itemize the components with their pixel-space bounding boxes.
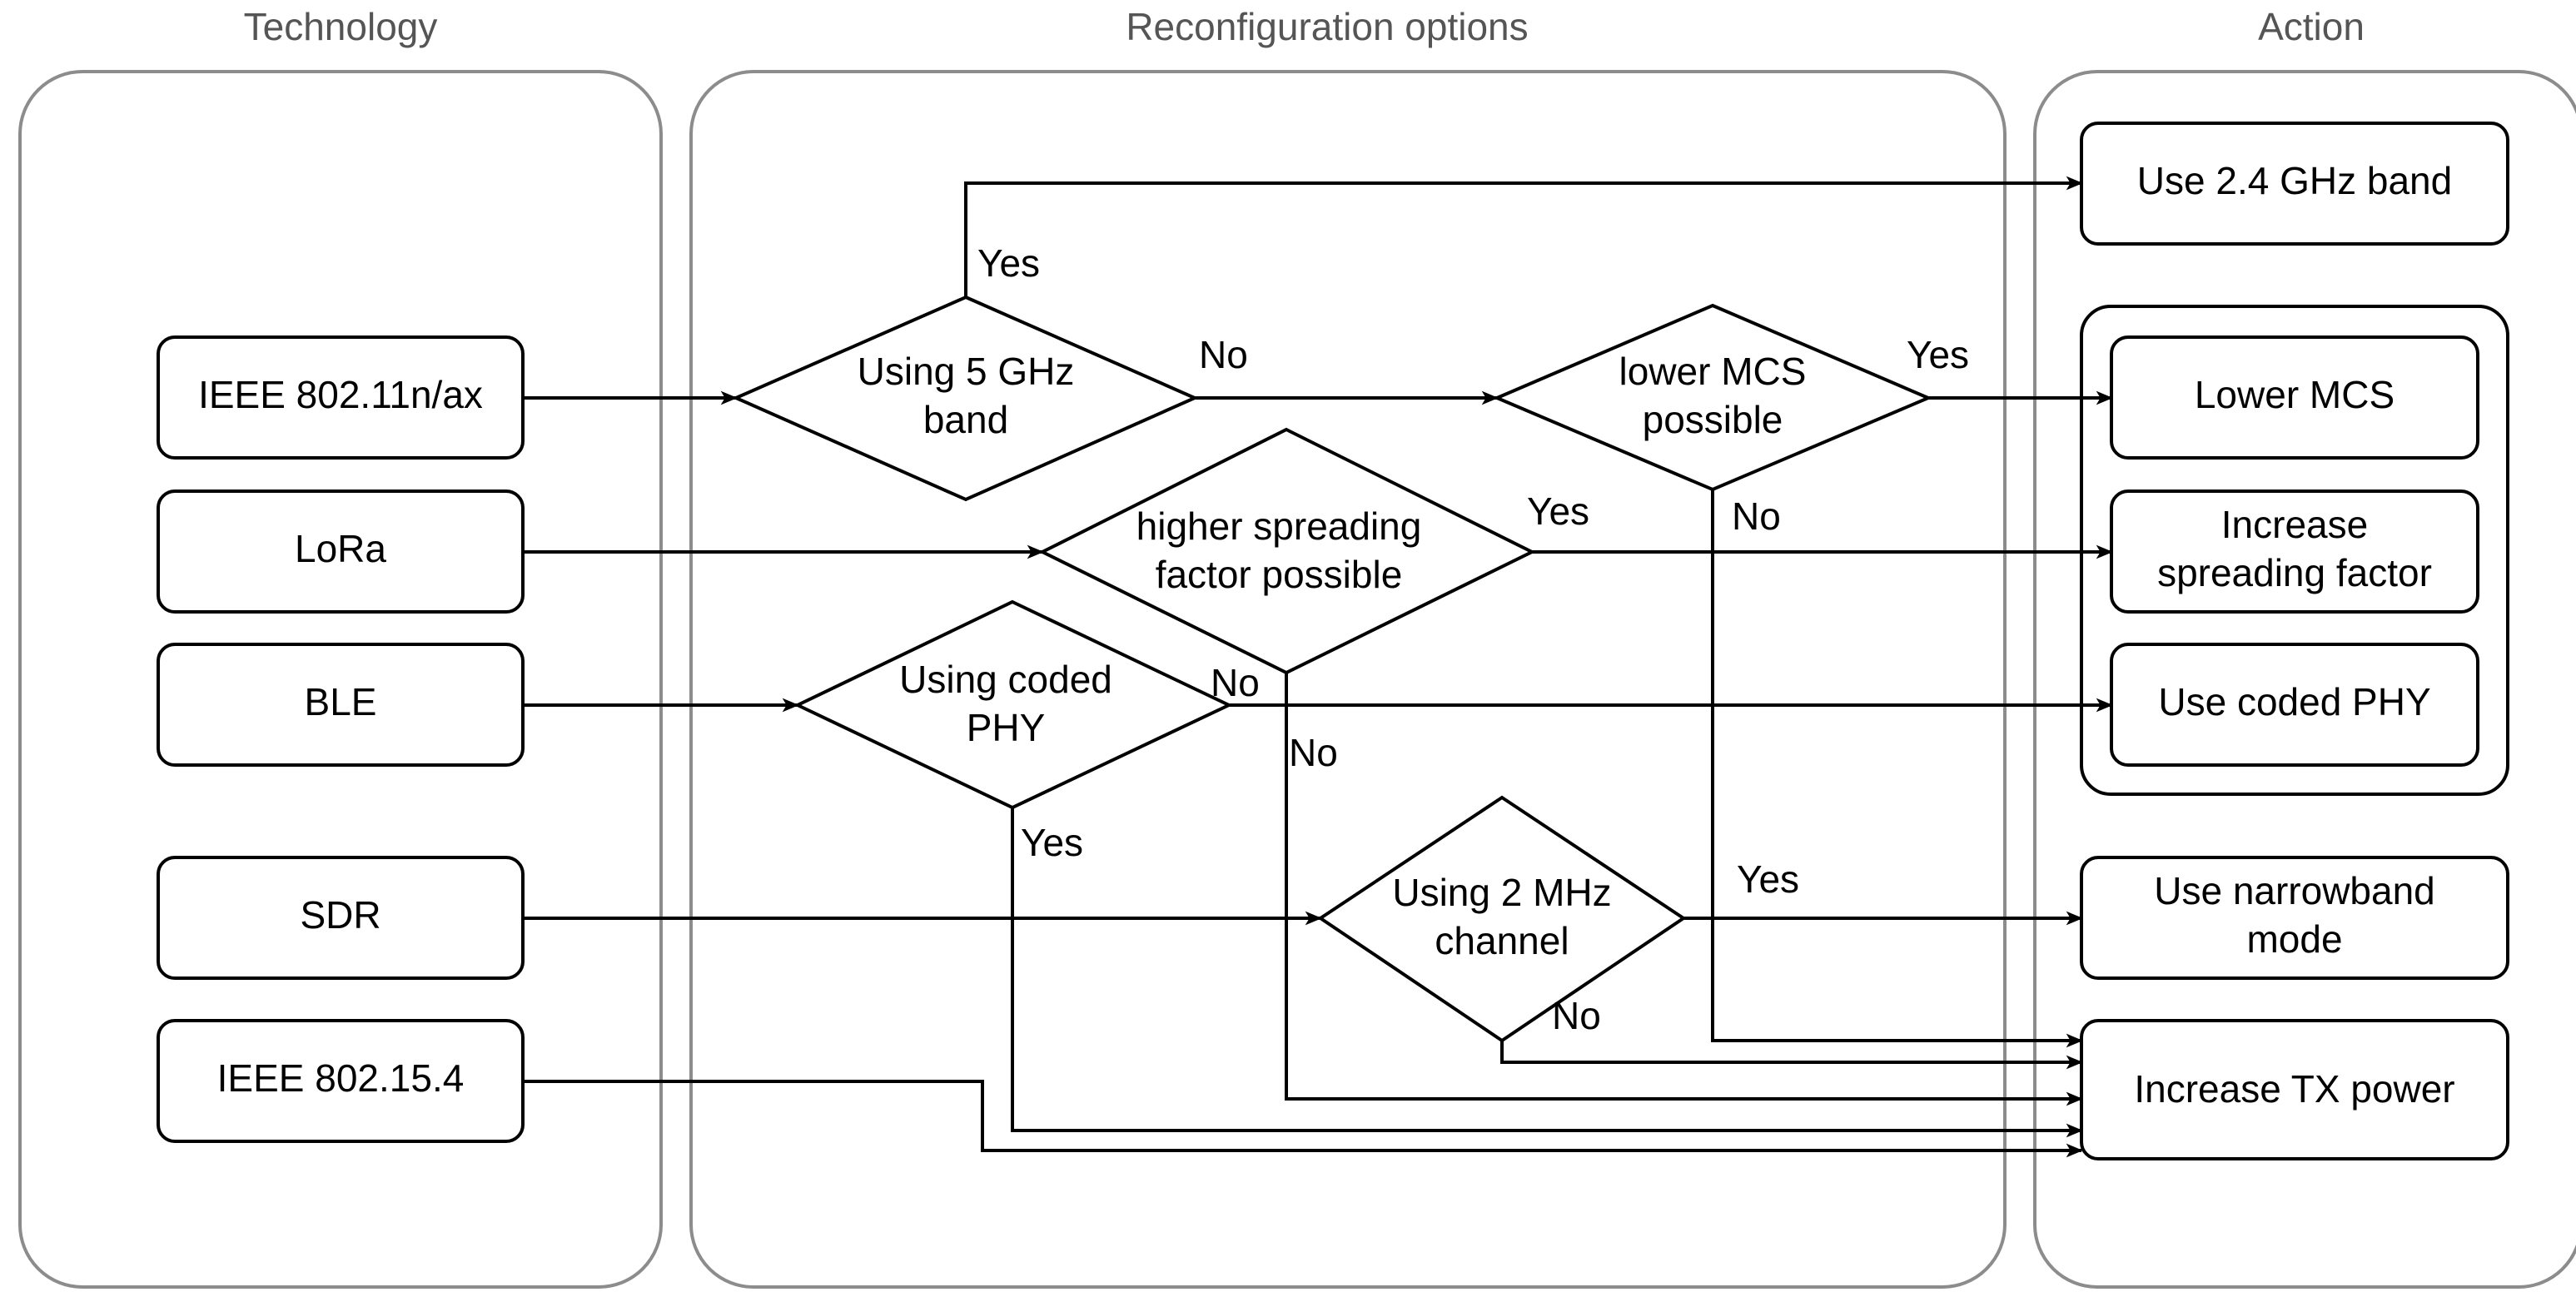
label-coded-phy-no: No <box>1211 661 1260 704</box>
decision-5ghz-band: Using 5 GHz band <box>732 295 1199 502</box>
decision-2mhz-channel-line1: Using 2 MHz <box>1392 871 1611 914</box>
decision-coded-phy: Using coded PHY <box>793 599 1233 810</box>
decision-2mhz-channel: Using 2 MHz channel <box>1317 795 1687 1043</box>
label-coded-phy-yes: Yes <box>1021 821 1083 864</box>
lane-technology <box>18 70 663 1289</box>
action-lower-mcs: Lower MCS <box>2110 335 2479 460</box>
decision-5ghz-band-line1: Using 5 GHz <box>858 350 1075 393</box>
lane-title-action: Action <box>2258 5 2365 48</box>
action-increase-tx-power-label: Increase TX power <box>2134 1067 2454 1111</box>
label-lower-mcs-no: No <box>1732 494 1781 538</box>
action-narrowband-line2: mode <box>2246 917 2342 961</box>
decision-lower-mcs: lower MCS possible <box>1492 303 1933 492</box>
label-5ghz-yes: Yes <box>977 241 1040 285</box>
label-2mhz-yes: Yes <box>1737 857 1799 901</box>
tech-ieee-802154: IEEE 802.15.4 <box>157 1019 525 1143</box>
tech-ieee-802154-label: IEEE 802.15.4 <box>217 1056 465 1100</box>
lane-action <box>2033 70 2576 1289</box>
action-increase-tx-power: Increase TX power <box>2080 1019 2509 1160</box>
decision-coded-phy-line1: Using coded <box>899 658 1112 701</box>
lane-title-technology: Technology <box>244 5 438 48</box>
decision-spreading-factor-line2: factor possible <box>1156 553 1403 596</box>
lane-reconfiguration <box>689 70 2007 1289</box>
label-spreading-no: No <box>1289 731 1338 774</box>
label-2mhz-no: No <box>1552 994 1601 1037</box>
decision-lower-mcs-line1: lower MCS <box>1619 350 1807 393</box>
edge-5ghz-yes-to-24ghz <box>964 176 2083 297</box>
tech-sdr-label: SDR <box>300 893 380 937</box>
tech-sdr: SDR <box>157 856 525 980</box>
action-increase-sf: Increase spreading factor <box>2110 489 2479 614</box>
tech-lora-label: LoRa <box>295 527 386 570</box>
action-narrowband: Use narrowband mode <box>2080 856 2509 980</box>
action-use-24ghz: Use 2.4 GHz band <box>2080 122 2509 246</box>
tech-ble: BLE <box>157 643 525 767</box>
decision-lower-mcs-line2: possible <box>1643 398 1783 441</box>
action-increase-sf-line1: Increase <box>2221 503 2368 546</box>
action-use-24ghz-label: Use 2.4 GHz band <box>2137 159 2452 202</box>
label-lower-mcs-yes: Yes <box>1907 333 1969 376</box>
tech-ble-label: BLE <box>305 680 377 723</box>
decision-coded-phy-line2: PHY <box>967 706 1046 749</box>
edge-lower-mcs-no-to-tx-power <box>1711 489 2083 1048</box>
decision-2mhz-channel-line2: channel <box>1435 919 1569 962</box>
action-narrowband-line1: Use narrowband <box>2154 869 2435 912</box>
tech-lora: LoRa <box>157 489 525 614</box>
decision-spreading-factor: higher spreading factor possible <box>1038 427 1536 675</box>
label-spreading-yes: Yes <box>1527 489 1589 533</box>
edge-2mhz-no-to-tx-power <box>1500 1041 2083 1070</box>
decision-spreading-factor-line1: higher spreading <box>1136 504 1422 548</box>
action-use-coded-phy-label: Use coded PHY <box>2158 680 2430 723</box>
edge-802154-to-tx-power <box>523 1080 2083 1158</box>
edge-coded-phy-yes-to-tx-power <box>1011 808 2083 1138</box>
tech-ieee-80211-label: IEEE 802.11n/ax <box>198 373 483 416</box>
edge-spreading-no-to-tx-power <box>1285 673 2083 1106</box>
action-lower-mcs-label: Lower MCS <box>2195 373 2394 416</box>
action-use-coded-phy: Use coded PHY <box>2110 643 2479 767</box>
label-5ghz-no: No <box>1199 333 1248 376</box>
lane-title-reconfiguration: Reconfiguration options <box>1126 5 1528 48</box>
decision-5ghz-band-line2: band <box>923 398 1008 441</box>
action-increase-sf-line2: spreading factor <box>2157 551 2432 594</box>
tech-ieee-80211: IEEE 802.11n/ax <box>157 335 525 460</box>
